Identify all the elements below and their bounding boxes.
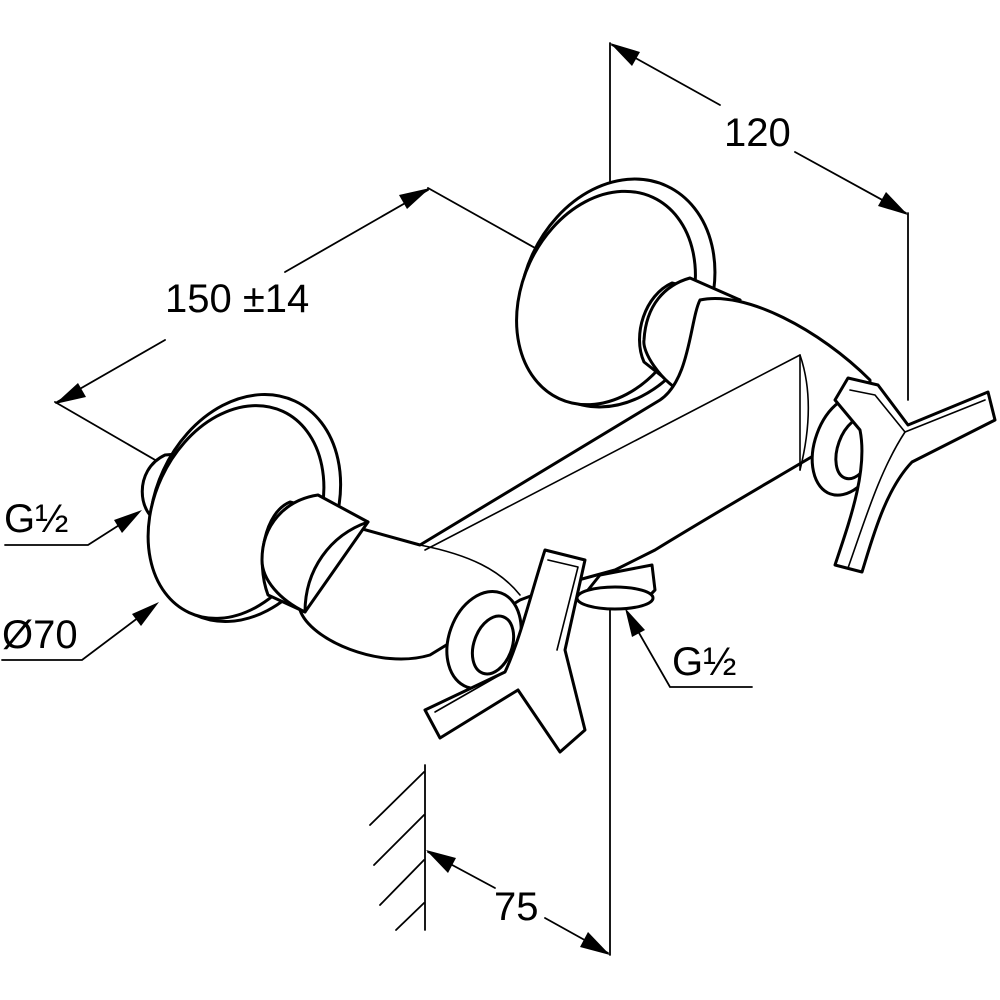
outlet-thread-label: G½ (672, 640, 736, 684)
right-handle (810, 376, 997, 574)
dimension-75 (426, 850, 610, 955)
leader-inlet-thread (4, 510, 142, 546)
dimension-label-150: 150 ±14 (165, 277, 309, 321)
valve-body (296, 297, 872, 661)
flange-diameter-label: Ø70 (2, 613, 78, 657)
dimension-label-120: 120 (724, 111, 791, 155)
extension-lines (54, 42, 909, 956)
outlet-nipple (575, 563, 657, 611)
dimension-label-75: 75 (494, 885, 539, 929)
inlet-thread-label: G½ (4, 497, 68, 541)
dimension-120 (610, 43, 908, 215)
dimension-150 (55, 188, 430, 404)
leader-outlet-thread (625, 608, 753, 688)
wall-hatching (369, 764, 426, 931)
left-handle (423, 548, 587, 754)
leader-flange-diameter (1, 602, 159, 661)
left-connector (260, 493, 370, 614)
